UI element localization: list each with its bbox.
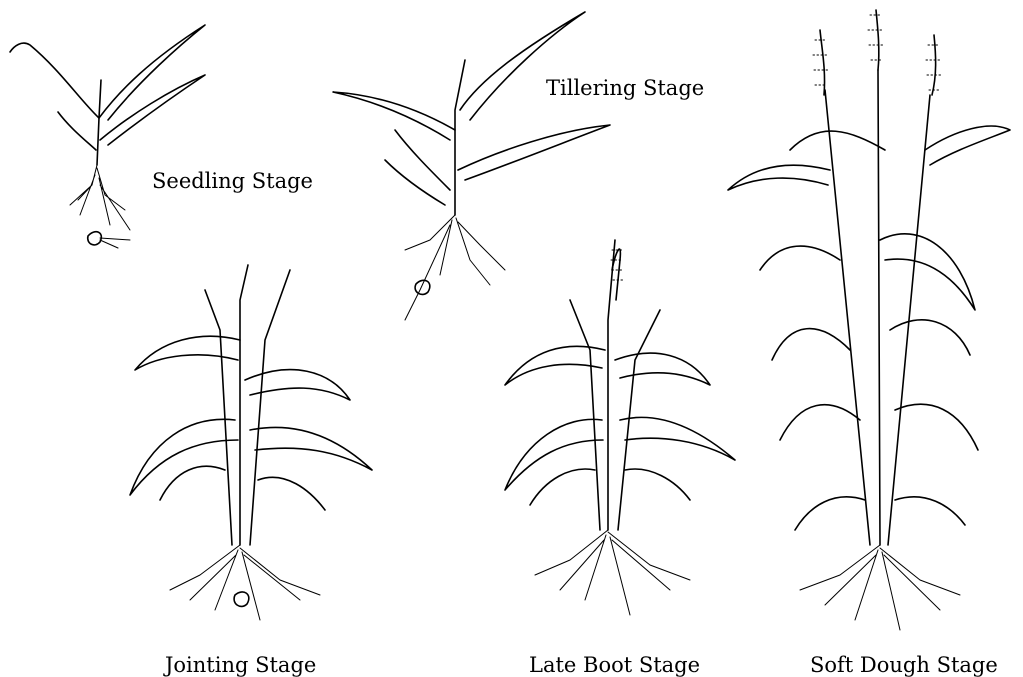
tillering-plant-illustration bbox=[333, 12, 610, 320]
tillering-stage-label: Tillering Stage bbox=[546, 78, 704, 99]
soft-dough-stage-label: Soft Dough Stage bbox=[810, 655, 998, 676]
soft-dough-plant-illustration bbox=[728, 10, 1010, 630]
jointing-plant-illustration bbox=[130, 265, 372, 620]
seedling-plant-illustration bbox=[10, 25, 205, 248]
late-boot-stage-label: Late Boot Stage bbox=[529, 655, 700, 676]
seedling-stage-label: Seedling Stage bbox=[152, 171, 313, 192]
jointing-stage-label: Jointing Stage bbox=[165, 655, 316, 676]
late-boot-plant-illustration bbox=[505, 240, 735, 615]
